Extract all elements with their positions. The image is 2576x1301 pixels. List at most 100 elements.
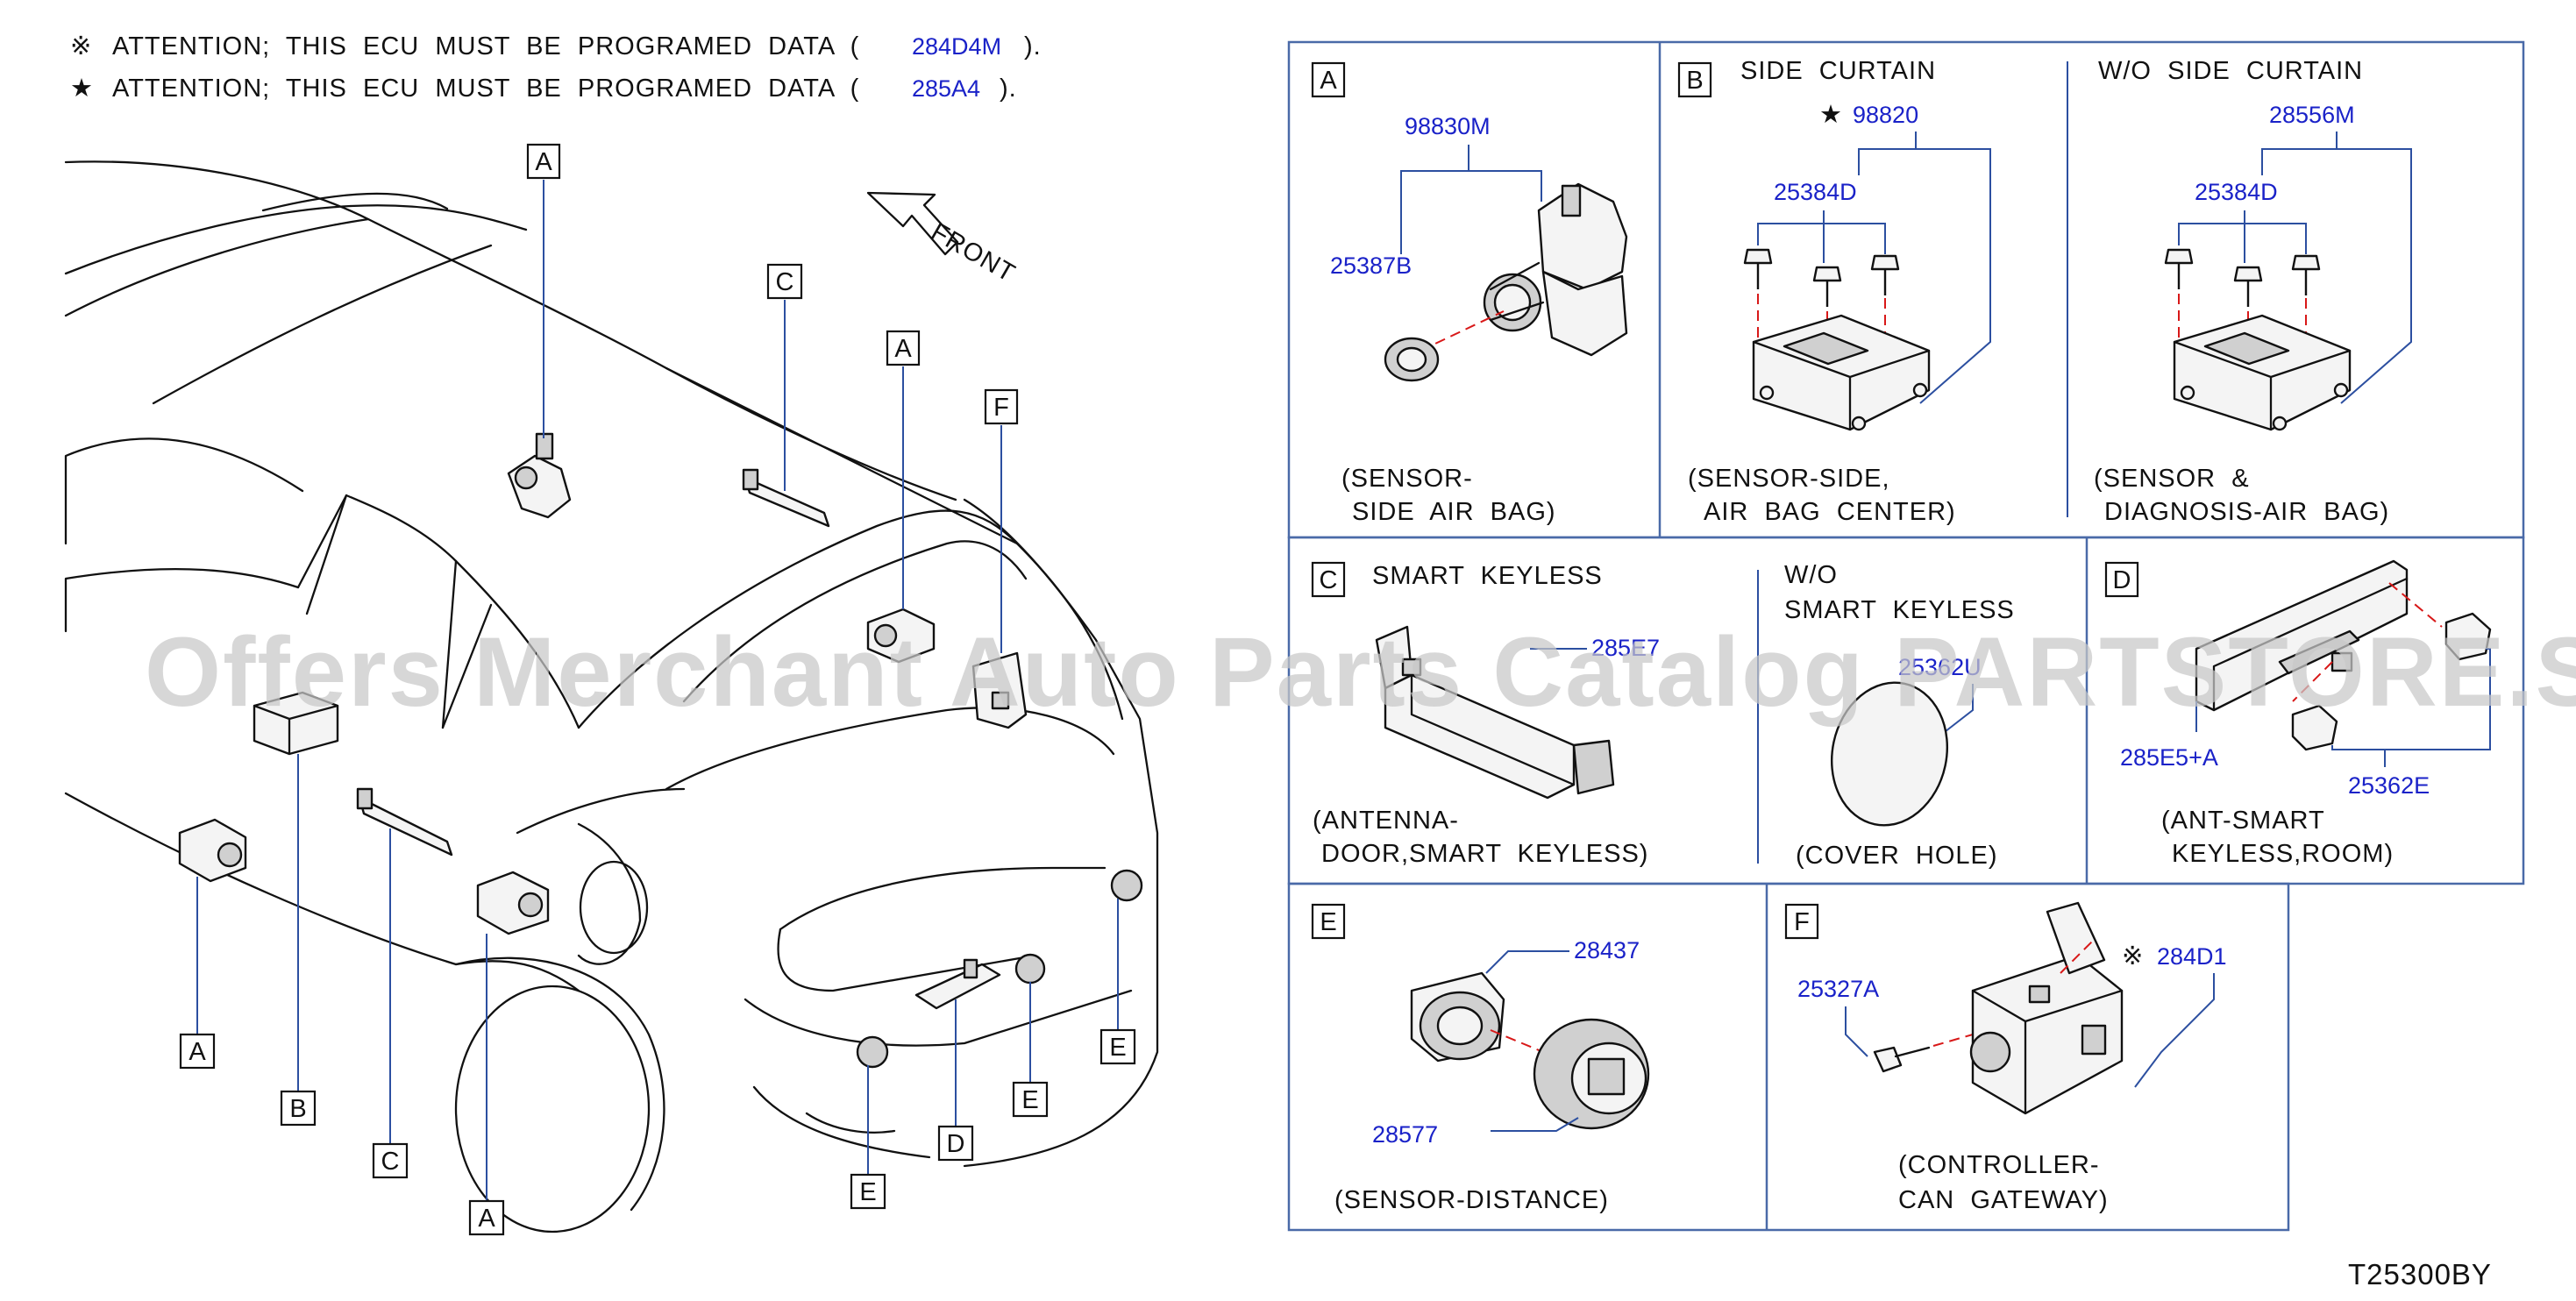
overview-part-c-upper[interactable] (742, 468, 830, 528)
part-number-25362u[interactable]: 25362U (1898, 654, 1982, 680)
panel-c-left-caption-line2: DOOR,SMART KEYLESS) (1321, 840, 1648, 868)
distance-sensor[interactable] (1410, 971, 1505, 1063)
overview-part-b[interactable] (253, 691, 339, 756)
panel-c-right-title-line1: W/O (1784, 561, 1838, 589)
part-number-25384d-right[interactable]: 25384D (2195, 179, 2278, 205)
part-number-28437[interactable]: 28437 (1574, 937, 1640, 963)
panel-d-caption-line1: (ANT-SMART (2161, 807, 2325, 835)
front-arrow-icon (866, 191, 959, 256)
callout-label: D (947, 1130, 965, 1158)
panel-c-left-caption-line1: (ANTENNA- (1313, 807, 1459, 835)
panel-c-right-title-line2: SMART KEYLESS (1784, 596, 2015, 624)
overview-part-a-upper[interactable] (507, 432, 572, 519)
antenna-clip-upper[interactable] (2444, 612, 2492, 661)
airbag-control-unit-left[interactable] (1752, 314, 1931, 431)
overview-components: A C A F B (178, 143, 1143, 1236)
gateway-bolt[interactable] (1873, 1046, 1931, 1073)
part-number-98830m[interactable]: 98830M (1405, 113, 1491, 139)
callout-label: A (189, 1038, 206, 1066)
callout-box[interactable] (179, 1033, 216, 1070)
callout-label: B (289, 1095, 306, 1123)
panel-b-right-caption-line1: (SENSOR & (2094, 465, 2250, 493)
panel-d: D 285E5+A 25362E (ANT-SMART KEYLESS,ROOM… (2104, 559, 2492, 868)
panel-f-letter-box (1784, 903, 1819, 940)
note-2-symbol: ★ (70, 75, 94, 103)
grommet[interactable] (1384, 337, 1440, 382)
callout-label: C (776, 268, 794, 296)
part-number-25384d-left[interactable]: 25384D (1774, 179, 1857, 205)
callout-box[interactable] (1012, 1081, 1049, 1118)
part-number-285e7[interactable]: 285E7 (1591, 635, 1660, 661)
callout-box[interactable] (886, 330, 921, 366)
panel-e-caption: (SENSOR-DISTANCE) (1334, 1186, 1609, 1214)
vehicle-outline (64, 160, 1159, 1233)
overview-distance-sensor[interactable] (1110, 869, 1143, 902)
callout-box[interactable] (372, 1142, 409, 1179)
panel-a-letter: A (1320, 67, 1337, 95)
panel-d-caption-line2: KEYLESS,ROOM) (2172, 840, 2394, 868)
antenna-clip-lower[interactable] (2291, 704, 2338, 751)
callout-label: F (993, 394, 1009, 422)
overview-distance-sensor[interactable] (856, 1035, 889, 1069)
drawing-code: T25300BY (2348, 1258, 2492, 1290)
panel-a-caption-line2: SIDE AIR BAG) (1352, 498, 1556, 526)
part-number-284d1[interactable]: 284D1 (2157, 943, 2227, 970)
watermark: Offers Merchant Auto Parts Catalog PARTS… (145, 617, 2576, 727)
overview-part-a-rear[interactable] (866, 608, 936, 664)
callout-box[interactable] (937, 1125, 974, 1162)
part-number-285e5a[interactable]: 285E5+A (2120, 744, 2218, 771)
panel-row-bottom (1287, 882, 2290, 1232)
part-number-25387b[interactable]: 25387B (1330, 252, 1412, 279)
bolts-left[interactable] (1743, 248, 1900, 307)
bolts-right[interactable] (2164, 248, 2321, 307)
callout-box[interactable] (850, 1173, 886, 1210)
cover-hole[interactable] (1818, 672, 1960, 835)
panel-c: C SMART KEYLESS 285E7 (ANTENNA- DOOR,SMA… (1311, 561, 2015, 870)
panel-b-right-caption-line2: DIAGNOSIS-AIR BAG) (2104, 498, 2389, 526)
part-number-28556m[interactable]: 28556M (2269, 102, 2355, 128)
overview-part-c-lower[interactable] (356, 787, 453, 857)
keyless-door-antenna[interactable] (1375, 625, 1615, 800)
star-icon: ★ (1819, 101, 1843, 129)
panel-b-letter: B (1686, 67, 1703, 95)
callout-box[interactable] (1099, 1028, 1136, 1065)
front-label: FRONT (927, 217, 1021, 288)
callout-box[interactable] (468, 1199, 505, 1236)
overview-part-d[interactable] (914, 958, 1001, 1010)
part-number-28577[interactable]: 28577 (1372, 1121, 1438, 1148)
part-number-25362e[interactable]: 25362E (2348, 772, 2430, 799)
callout-box[interactable] (280, 1090, 317, 1127)
room-smart-antenna[interactable] (2195, 559, 2409, 712)
callout-label: C (381, 1148, 400, 1176)
overview-part-a-left[interactable] (178, 818, 247, 883)
panel-e-letter: E (1320, 908, 1336, 936)
panel-e: E 28437 28577 (SENSOR-DISTANCE) (1311, 903, 1650, 1214)
panel-b-left-caption-line1: (SENSOR-SIDE, (1688, 465, 1890, 493)
panel-f-caption-line1: (CONTROLLER- (1898, 1151, 2100, 1179)
callout-label: A (535, 148, 552, 176)
can-gateway-controller[interactable] (1969, 901, 2124, 1115)
side-airbag-sensor[interactable] (1483, 182, 1628, 357)
callout-box[interactable] (984, 388, 1019, 425)
callout-box[interactable] (766, 263, 803, 300)
panel-c-letter-box (1311, 561, 1346, 598)
panel-b-letter-box (1677, 61, 1712, 98)
overview-distance-sensor[interactable] (1014, 953, 1046, 985)
airbag-diagnosis-unit-right[interactable] (2173, 314, 2352, 431)
overview-part-a-wheel[interactable] (476, 871, 550, 935)
overview-part-f[interactable] (971, 651, 1028, 729)
panel-b: B SIDE CURTAIN ★ 98820 25384D (SENSOR-SI… (1677, 57, 2412, 526)
callout-label: E (1021, 1086, 1038, 1114)
panel-b-left-caption-line2: AIR BAG CENTER) (1704, 498, 1956, 526)
distance-sensor-bezel[interactable] (1533, 1018, 1650, 1130)
part-number-98820[interactable]: 98820 (1853, 102, 1918, 128)
panel-e-letter-box (1311, 903, 1346, 940)
panel-a-caption-line1: (SENSOR- (1341, 465, 1473, 493)
panel-f: F 25327A ※ 284D1 (CONTROLLER- CAN GATEWA… (1784, 901, 2227, 1214)
note-2-part-number[interactable]: 285A4 (912, 75, 980, 102)
note-1-symbol: ※ (70, 32, 92, 60)
callout-box[interactable] (526, 143, 561, 180)
part-number-25327a[interactable]: 25327A (1797, 976, 1879, 1002)
note-1-part-number[interactable]: 284D4M (912, 33, 1001, 60)
